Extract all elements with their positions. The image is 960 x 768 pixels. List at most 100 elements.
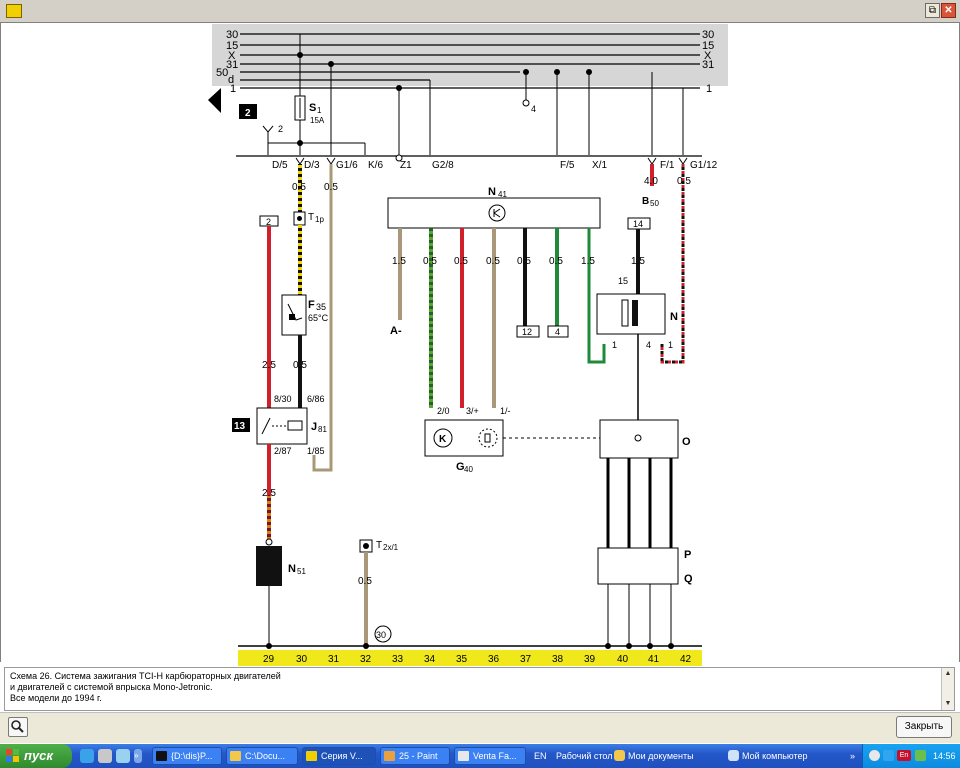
- t2x-sub: 2x/1: [383, 543, 399, 552]
- ie-icon[interactable]: [80, 749, 94, 763]
- wire-n-in: [636, 229, 640, 294]
- taskbar-button[interactable]: {D:\dis}P...: [152, 747, 222, 765]
- language-indicator[interactable]: EN: [534, 751, 547, 761]
- wire-f1: [650, 164, 654, 186]
- g40-pin-20: 2/0: [437, 406, 450, 416]
- ground-label-2: 2: [278, 124, 283, 134]
- n41-pin-size: 1.5: [392, 256, 406, 267]
- description-scrollbar[interactable]: ▲ ▼: [941, 668, 954, 710]
- relay-pin-287: 2/87: [274, 446, 292, 456]
- desktop-icon[interactable]: [98, 749, 112, 763]
- taskbar-button[interactable]: 25 - Paint: [380, 747, 450, 765]
- circle-30: [374, 625, 392, 643]
- quicklaunch-expand-icon[interactable]: »: [134, 749, 142, 763]
- toolbar-expand-icon[interactable]: »: [850, 751, 856, 761]
- g40-pin-1m: 1/-: [500, 406, 511, 416]
- taskbar-button[interactable]: C:\Docu...: [226, 747, 298, 765]
- f35-name: F: [308, 299, 315, 311]
- wire-relay-in: [267, 226, 271, 408]
- bus-label-right: 1: [706, 83, 712, 95]
- coil-pin-4: 4: [646, 340, 651, 350]
- t1p-name: T: [308, 212, 314, 223]
- terminal-g16: G1/6: [336, 160, 358, 171]
- terminal-g112: G1/12: [690, 160, 718, 171]
- column-number: 39: [584, 654, 596, 665]
- circle-30-label: 30: [376, 630, 386, 640]
- bus-label-right: 30: [702, 29, 714, 41]
- desktop-toolbar-item[interactable]: Рабочий стол: [556, 751, 613, 761]
- bus-label-left: 1: [230, 83, 236, 95]
- f35-sub: 35: [316, 302, 326, 312]
- description-line: Все модели до 1994 г.: [10, 693, 102, 703]
- bus-right-labels: 30 15 X 31 1: [702, 29, 714, 95]
- n51-coil: [256, 546, 282, 586]
- spark-plug-label-p: P: [684, 549, 691, 561]
- n41-pin-size: 0.5: [486, 256, 500, 267]
- media-player-icon[interactable]: [116, 749, 130, 763]
- coil-pin-1a: 1: [612, 340, 617, 350]
- wire-size-f1: 4.0: [644, 176, 658, 187]
- g40-sub: 40: [464, 465, 473, 474]
- scroll-up-icon[interactable]: ▲: [944, 670, 952, 677]
- ref-box-13-label: 13: [234, 421, 246, 432]
- wire-size-g112: 0.5: [677, 176, 691, 187]
- title-bar: ⧉ ✕: [0, 0, 960, 23]
- terminal-z1: Z1: [400, 160, 412, 171]
- t2x-name: T: [376, 540, 382, 551]
- relay-pin-830: 8/30: [274, 394, 292, 404]
- n41-pin-sizes: 1.5 0.5 0.5 0.5 0.5 0.5 1.5: [392, 256, 595, 267]
- console-icon: [156, 751, 167, 761]
- document-icon: [458, 751, 469, 761]
- column-number: 33: [392, 654, 404, 665]
- start-button[interactable]: пуск: [0, 744, 72, 768]
- column-numbers: 29 30 31 32 33 34 35 36 37 38 39 40 41 4…: [263, 654, 692, 665]
- network-icon[interactable]: [883, 750, 894, 761]
- ref-box-2-small-label: 2: [266, 217, 271, 227]
- search-button[interactable]: [8, 717, 28, 737]
- ref-box-14-label: 14: [633, 219, 643, 229]
- bus-label-left: 15: [226, 40, 238, 52]
- restore-button[interactable]: ⧉: [925, 3, 940, 18]
- desktop-toolbar-item[interactable]: Мои документы: [628, 751, 694, 761]
- bus-label-left: 31: [226, 59, 238, 71]
- wire-size-n-in: 1.5: [631, 256, 645, 267]
- relay-pin-185: 1/85: [307, 446, 325, 456]
- spark-plugs-pq: [597, 547, 679, 585]
- close-button[interactable]: Закрыть: [896, 716, 952, 738]
- wire-f35-relay: [298, 335, 302, 408]
- ref-box-12: [516, 325, 540, 338]
- tray-back-icon[interactable]: [869, 750, 880, 761]
- fuse-rating: 15A: [310, 116, 325, 125]
- scroll-down-icon[interactable]: ▼: [944, 700, 952, 707]
- terminal-d3: D/3: [304, 160, 320, 171]
- bus-label-right: 15: [702, 40, 714, 52]
- taskbar-button[interactable]: Venta Fa...: [454, 747, 526, 765]
- wire-size-t2x: 0.5: [358, 576, 372, 587]
- n41-pin-size: 0.5: [517, 256, 531, 267]
- n41-pin-size: 0.5: [423, 256, 437, 267]
- clock: 14:56: [933, 751, 956, 761]
- terminal-labels: D/5 D/3 G1/6 K/6 Z1 G2/8 F/5 X/1 F/1 G1/…: [272, 160, 718, 171]
- column-number: 35: [456, 654, 468, 665]
- bus-dots: [297, 52, 592, 146]
- column-number: 30: [296, 654, 308, 665]
- bus-lines: [240, 33, 700, 89]
- terminal-g28: G2/8: [432, 160, 454, 171]
- ref-box-13: [232, 418, 250, 432]
- tray-language-icon[interactable]: En: [897, 750, 911, 761]
- terminal-f1: F/1: [660, 160, 675, 171]
- wire-g16: [312, 164, 333, 472]
- desktop-toolbar-item[interactable]: Мой компьютер: [742, 751, 808, 761]
- description-panel[interactable]: Схема 26. Система зажигания TCI-H карбюр…: [4, 667, 955, 711]
- taskbar: пуск » {D:\dis}P... C:\Docu... Серия V..…: [0, 744, 960, 768]
- g40-name: G: [456, 461, 465, 473]
- column-number: 29: [263, 654, 275, 665]
- speaker-icon[interactable]: [915, 750, 926, 761]
- bus-label-left: X: [228, 50, 236, 62]
- close-window-button[interactable]: ✕: [941, 3, 956, 18]
- taskbar-button[interactable]: Серия V...: [302, 747, 376, 765]
- description-line: Схема 26. Система зажигания TCI-H карбюр…: [10, 671, 281, 681]
- n41-pin-wires: [398, 228, 606, 408]
- n41-pin-size: 1.5: [581, 256, 595, 267]
- distributor-name: O: [682, 436, 691, 448]
